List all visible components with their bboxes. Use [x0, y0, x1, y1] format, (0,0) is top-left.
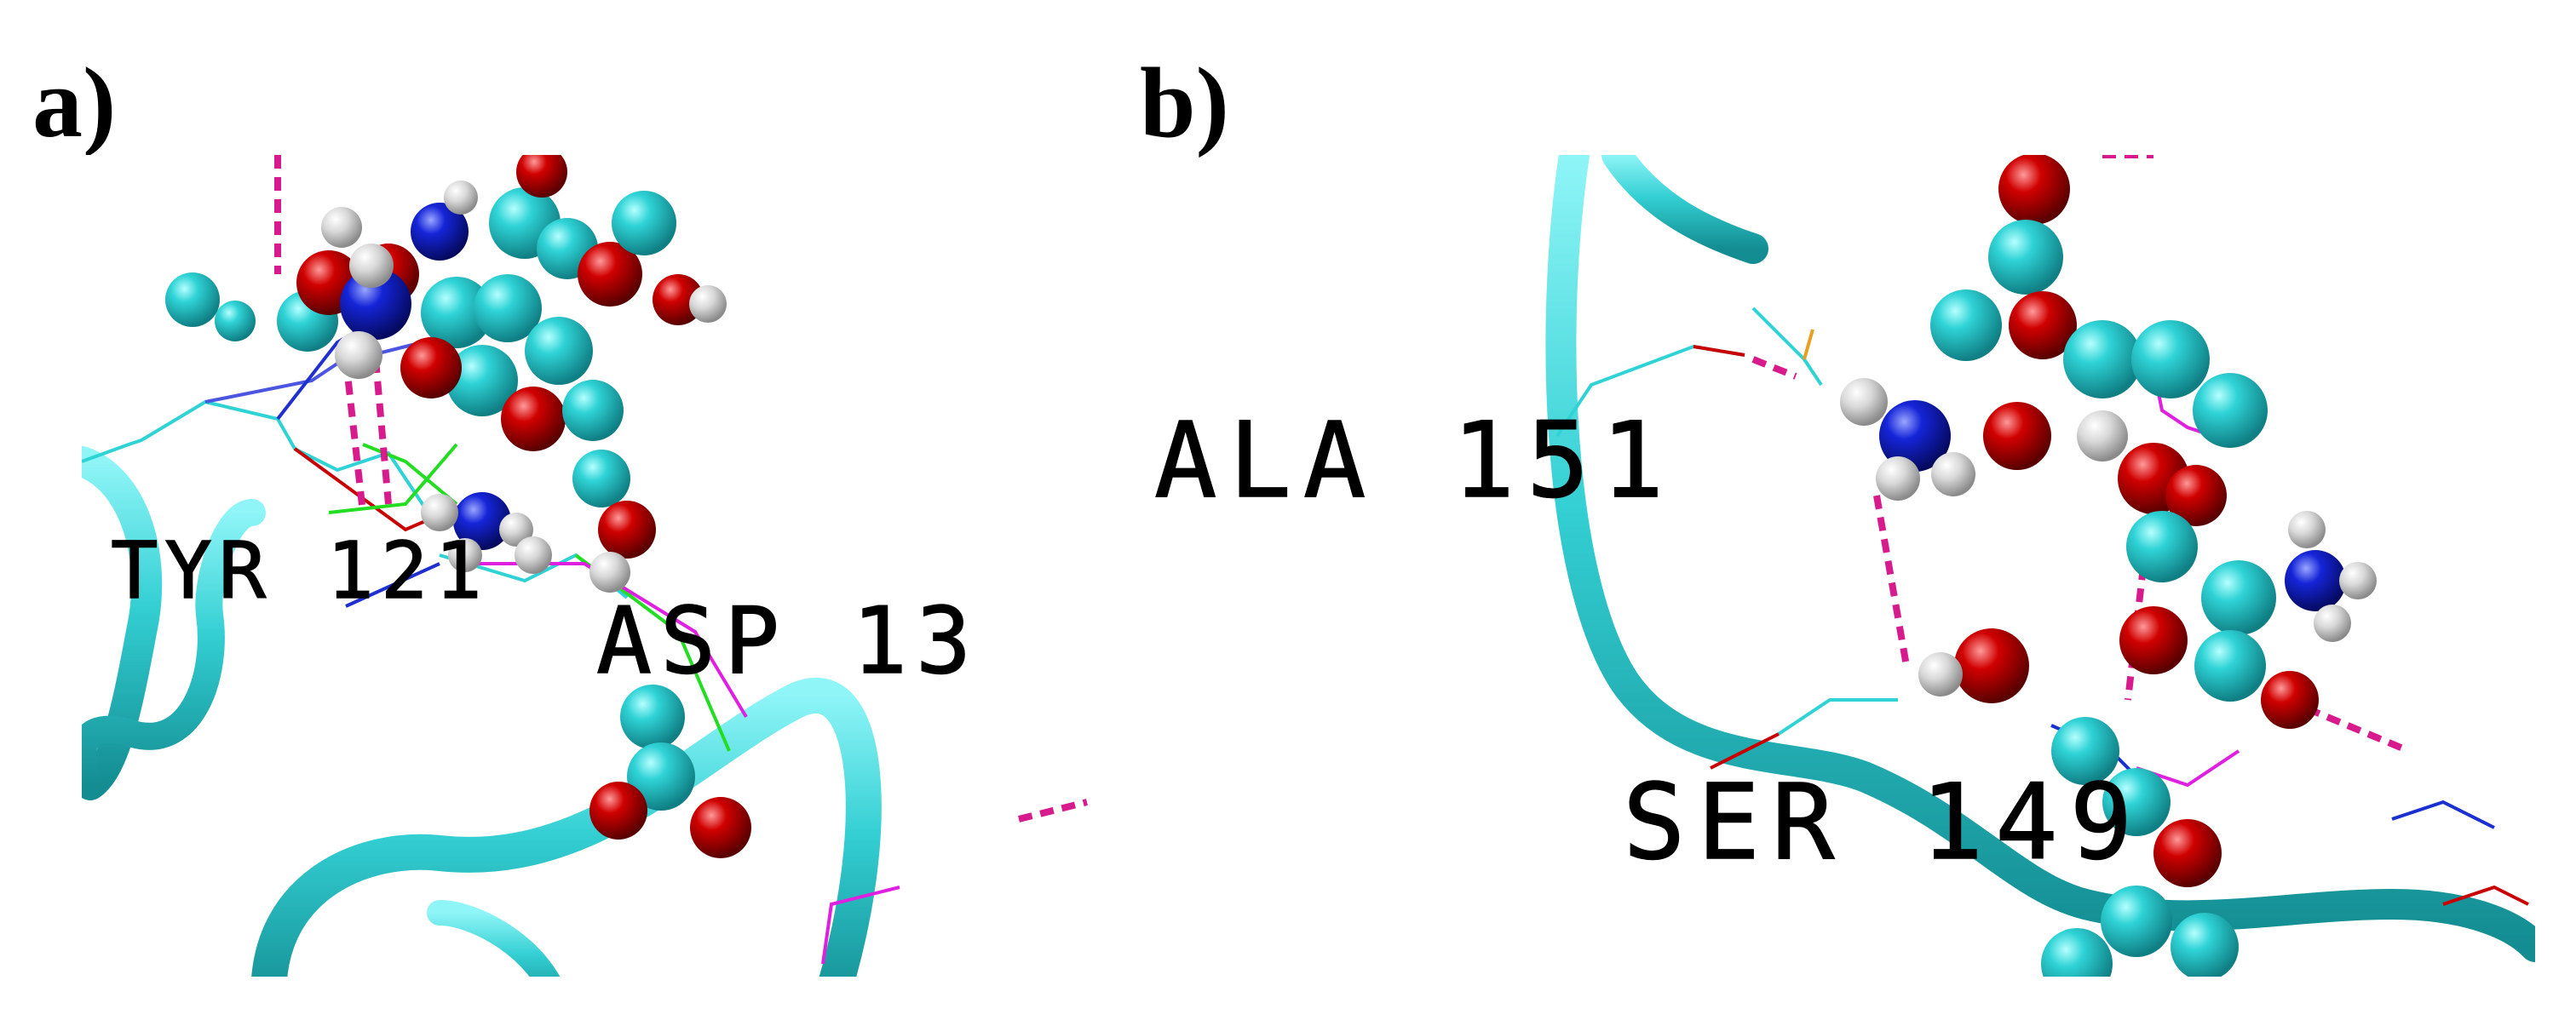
- panel-a-label: a): [32, 47, 117, 158]
- panel-b-label: b): [1140, 47, 1229, 158]
- residue-label-ala-visible: ALA 151: [1153, 400, 1676, 521]
- panel-a-molecular-view: TYR 121 ASP 13: [82, 155, 1147, 977]
- hydrogen-bonds-b: [1751, 155, 2411, 754]
- hydrogen-bonds-a: [274, 155, 1088, 823]
- ligand-atoms-b: [1840, 155, 2377, 977]
- residue-label-asp: ASP 13: [595, 588, 980, 695]
- protein-ribbon-b: [1545, 155, 2535, 962]
- panel-b-molecular-view: ALA 151 SER 149: [1540, 155, 2535, 977]
- residue-label-ala: ALA 151: [1540, 400, 1676, 521]
- ligand-atoms-a: [165, 155, 751, 858]
- panel-a-structure: [82, 155, 1088, 977]
- residue-label-ser: SER 149: [1622, 762, 2145, 883]
- residue-label-tyr: TYR 121: [110, 525, 489, 616]
- panel-b-structure: [1545, 155, 2535, 977]
